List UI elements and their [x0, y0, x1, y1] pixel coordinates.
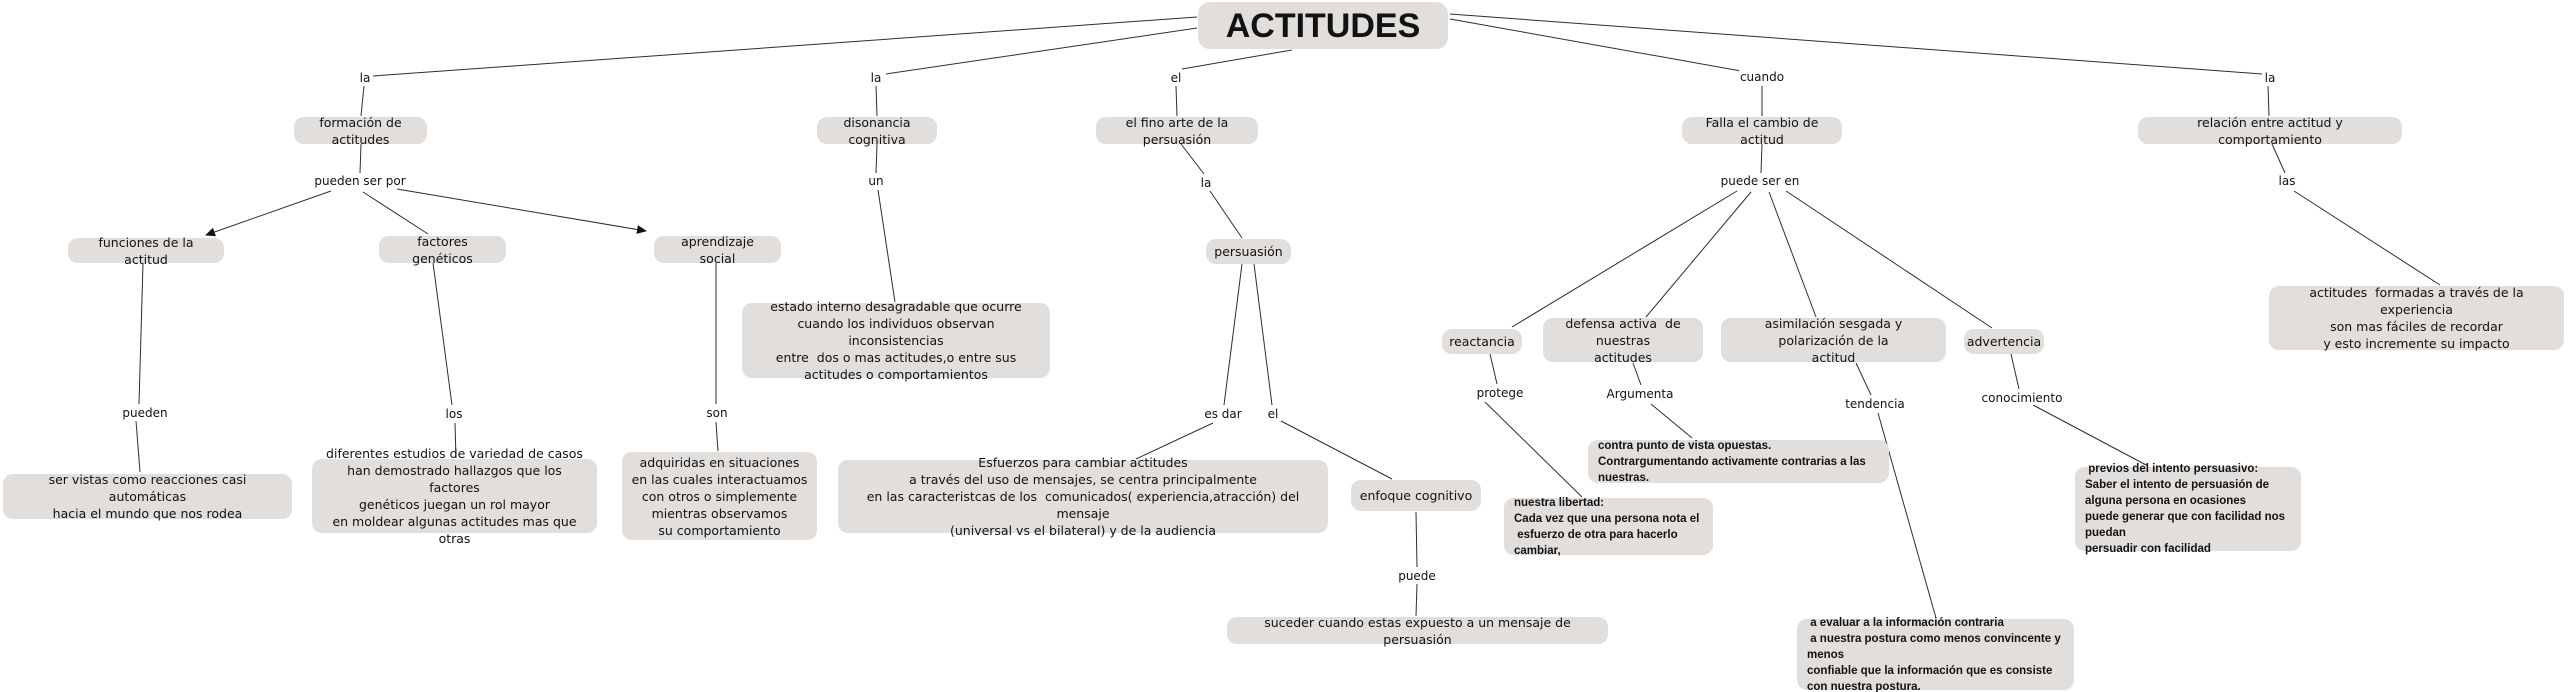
link-label-cuando[interactable]: cuando — [1738, 70, 1786, 84]
edge-line — [1223, 263, 1243, 406]
edge-line — [360, 85, 365, 117]
node-fino-arte-persuasion[interactable]: el fino arte de la persuasión — [1096, 115, 1258, 147]
node-advertencia[interactable]: advertencia — [1964, 329, 2044, 354]
node-previos-intento-persuasivo[interactable]: previos del intento persuasivo: Saber el… — [2075, 463, 2301, 555]
edge-line — [359, 143, 362, 174]
edge-line — [1449, 13, 2263, 75]
edge-line — [1415, 583, 1418, 617]
link-label-un[interactable]: un — [867, 174, 885, 188]
link-label-el-finoarte[interactable]: el — [1169, 71, 1183, 85]
edge-line — [2267, 85, 2270, 117]
link-label-pueden-ser-por[interactable]: pueden ser por — [313, 174, 407, 188]
link-label-protege[interactable]: protege — [1475, 386, 1525, 400]
node-nuestra-libertad[interactable]: nuestra libertad: Cada vez que una perso… — [1504, 497, 1713, 557]
link-label-la-formacion[interactable]: la — [358, 71, 372, 85]
node-asimilacion-sesgada[interactable]: asimilación sesgada y polarización de la… — [1721, 316, 1946, 365]
edge-line — [1632, 362, 1642, 386]
edge-line — [1484, 401, 1583, 498]
edge-line — [1768, 191, 1817, 318]
edge-line — [432, 262, 453, 406]
edge-line — [875, 85, 878, 117]
node-falla-cambio-actitud[interactable]: Falla el cambio de actitud — [1682, 115, 1842, 147]
edge-line — [205, 190, 332, 237]
edge-line — [1650, 403, 1693, 439]
link-label-la-persuasion[interactable]: la — [1199, 176, 1213, 190]
link-label-puede-ser-en[interactable]: puede ser en — [1719, 174, 1801, 188]
edge-line — [2032, 404, 2149, 467]
edge-line — [2271, 143, 2286, 174]
node-ser-vistas-reacciones[interactable]: ser vistas como reacciones casi automáti… — [3, 472, 292, 521]
edge-line — [372, 16, 1198, 77]
edge-line — [1135, 422, 1214, 460]
edge-line — [138, 262, 144, 405]
edge-line — [1175, 85, 1178, 117]
node-persuasion[interactable]: persuasión — [1206, 239, 1291, 264]
link-label-conocimiento[interactable]: conocimiento — [1980, 391, 2064, 405]
edge-line — [875, 143, 878, 174]
edge-line — [1855, 362, 1872, 396]
node-defensa-activa[interactable]: defensa activa de nuestras actitudes — [1543, 316, 1703, 365]
edge-line — [1209, 190, 1243, 239]
edge-line — [1280, 420, 1393, 480]
edge-line — [1449, 18, 1742, 72]
link-label-puede[interactable]: puede — [1397, 569, 1437, 583]
edge-line — [1511, 190, 1738, 328]
edge-line — [396, 188, 647, 234]
node-formacion-de-actitudes[interactable]: formación de actitudes — [294, 115, 427, 147]
link-label-son[interactable]: son — [705, 406, 729, 420]
node-suceder-mensaje-persuasion[interactable]: suceder cuando estas expuesto a un mensa… — [1227, 615, 1608, 647]
edge-line — [1645, 191, 1752, 318]
node-enfoque-cognitivo[interactable]: enfoque cognitivo — [1351, 480, 1481, 511]
node-a-evaluar-informacion[interactable]: a evaluar a la información contraria a n… — [1797, 617, 2074, 692]
edge-line — [2293, 190, 2441, 286]
node-relacion-actitud-comportamiento[interactable]: relación entre actitud y comportamiento — [2138, 115, 2402, 147]
edge-line — [2010, 353, 2020, 390]
link-label-tendencia[interactable]: tendencia — [1844, 397, 1906, 411]
edge-line — [135, 420, 141, 473]
edge-line — [715, 421, 719, 452]
node-diferentes-estudios[interactable]: diferentes estudios de variedad de casos… — [312, 446, 597, 546]
edge-line — [1785, 190, 1993, 329]
node-disonancia-cognitiva[interactable]: disonancia cognitiva — [817, 115, 937, 147]
edge-line — [1489, 353, 1498, 385]
node-actitudes-title[interactable]: ACTITUDES — [1198, 2, 1448, 49]
link-label-la-relacion[interactable]: la — [2263, 71, 2277, 85]
edge-line — [877, 189, 896, 303]
link-label-es-dar[interactable]: es dar — [1203, 407, 1243, 421]
edge-line — [454, 422, 457, 459]
node-aprendizaje-social[interactable]: aprendizaje social — [654, 234, 781, 266]
edge-line — [885, 27, 1198, 75]
node-actitudes-experiencia[interactable]: actitudes formadas a través de la experi… — [2269, 285, 2564, 351]
node-esfuerzos-cambiar-actitudes[interactable]: Esfuerzos para cambiar actitudes a travé… — [838, 455, 1328, 538]
link-label-pueden[interactable]: pueden — [121, 406, 169, 420]
node-reactancia[interactable]: reactancia — [1442, 329, 1522, 354]
link-label-la-disonancia[interactable]: la — [869, 71, 883, 85]
node-adquiridas-situaciones[interactable]: adquiridas en situaciones en las cuales … — [622, 452, 817, 540]
node-estado-interno[interactable]: estado interno desagradable que ocurre c… — [742, 299, 1050, 382]
node-contra-punto-vista[interactable]: contra punto de vista opuestas. Contrarg… — [1588, 440, 1889, 484]
node-funciones-actitud[interactable]: funciones de la actitud — [68, 235, 224, 267]
edge-line — [362, 191, 429, 235]
node-factores-geneticos[interactable]: factores genéticos — [379, 234, 506, 266]
edge-line — [1415, 511, 1418, 568]
link-label-el-enfoque[interactable]: el — [1266, 407, 1280, 421]
link-label-los[interactable]: los — [444, 407, 464, 421]
edge-line — [1760, 143, 1763, 174]
edge-line — [1181, 49, 1293, 70]
edge-line — [1180, 143, 1205, 175]
edge-line — [1253, 263, 1273, 406]
link-label-las[interactable]: las — [2277, 174, 2297, 188]
link-label-argumenta[interactable]: Argumenta — [1605, 387, 1675, 401]
